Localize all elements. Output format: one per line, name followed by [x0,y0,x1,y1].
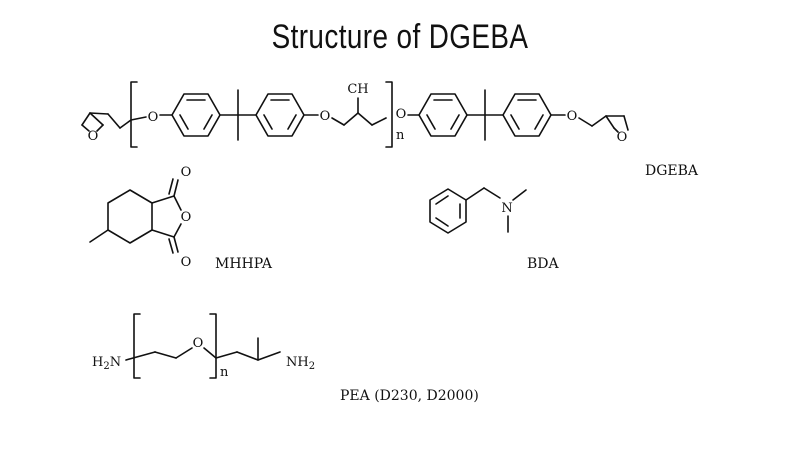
bda-nitrogen: N [501,201,512,216]
dgeba-epoxide-oxygen-left: O [88,129,99,144]
dgeba-ether-oxygen-3: O [396,107,407,122]
mhhpa-label: MHHPA [215,256,273,272]
mhhpa-anhydride-ring: O O O [151,165,192,270]
dgeba-phenyl-ring-4 [502,93,552,137]
dgeba-ether-oxygen-4: O [567,109,578,124]
dgeba-ch-group: CH [347,82,368,97]
pea-right-bracket [209,313,217,379]
dgeba-repeat-n: n [396,128,405,143]
dgeba-phenyl-ring-2 [255,93,305,137]
page-title: Structure of DGEBA [271,18,529,56]
mhhpa-carbonyl-oxygen-top: O [181,165,192,180]
pea-nh2-group: NH2 [286,355,315,372]
pea-structure: H2N O n NH2 PEA (D230, D2000) [92,313,479,404]
bda-benzene-ring [429,188,467,234]
mhhpa-carbonyl-oxygen-bottom: O [181,255,192,270]
dgeba-phenyl-ring-1 [171,93,221,137]
bda-structure: N BDA [429,187,560,272]
pea-repeat-n: n [220,365,229,380]
bda-label: BDA [527,256,560,272]
dgeba-ether-oxygen-2: O [320,109,331,124]
dgeba-left-epoxide: O [81,112,121,144]
dgeba-right-bracket [385,81,393,148]
dgeba-structure: O O O CH [81,81,699,179]
dgeba-ether-oxygen-1: O [148,110,159,125]
mhhpa-cyclohexane-ring [107,189,153,244]
dgeba-right-epoxide: O [605,115,629,145]
dgeba-left-bracket [130,81,138,148]
pea-h2n-group: H2N [92,355,121,372]
dgeba-label: DGEBA [645,163,699,179]
dgeba-epoxide-oxygen-right: O [617,130,628,145]
pea-label: PEA (D230, D2000) [340,388,479,404]
mhhpa-structure: O O O MHHPA [89,165,273,272]
pea-left-bracket [133,313,141,379]
dgeba-phenyl-ring-3 [418,93,468,137]
pea-ether-oxygen: O [193,336,204,351]
mhhpa-ring-oxygen: O [181,210,192,225]
